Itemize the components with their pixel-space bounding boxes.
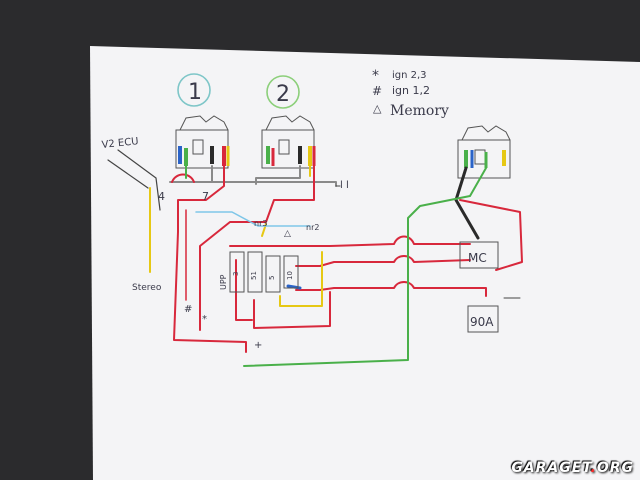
relay-3 bbox=[457, 125, 511, 179]
connector-7-label: 7 bbox=[202, 190, 209, 203]
mc-box bbox=[459, 241, 499, 269]
upp-label: UPP bbox=[219, 274, 228, 290]
legend-ign23-symbol: * bbox=[372, 68, 379, 84]
garaget-watermark: GARAGET.ORG bbox=[511, 460, 634, 476]
relay-2-circle bbox=[266, 75, 300, 109]
wires bbox=[107, 149, 523, 367]
legend-memory-symbol: △ bbox=[373, 102, 382, 115]
legend-memory-text: Memory bbox=[390, 103, 449, 119]
fuse-block bbox=[229, 251, 299, 293]
connector-4-label: 4 bbox=[158, 190, 165, 203]
star-mark: * bbox=[202, 314, 207, 325]
nr2-label: nr2 bbox=[306, 223, 319, 232]
mc-label: MC bbox=[468, 251, 487, 265]
ground-mark: l l bbox=[340, 180, 349, 191]
legend-ign23-text: ign 2,3 bbox=[392, 70, 427, 81]
relay-2-label: 2 bbox=[276, 82, 290, 107]
legend-ign12-symbol: # bbox=[372, 84, 382, 98]
relay-1-circle bbox=[177, 73, 211, 107]
v2-ecu-label: V2 ECU bbox=[101, 136, 139, 151]
fuse-51-label: 51 bbox=[250, 271, 258, 280]
legend-ign12-text: ign 1,2 bbox=[392, 84, 430, 97]
fuse-5-label: 5 bbox=[268, 276, 276, 280]
fuse-90a-box bbox=[467, 305, 499, 333]
nr3-label: nr3 bbox=[254, 219, 267, 228]
relay-2 bbox=[261, 115, 316, 169]
plus-mark: + bbox=[254, 340, 262, 351]
hash-mark: # bbox=[184, 304, 192, 315]
relay-1 bbox=[175, 115, 230, 169]
legend: * ign 2,3 # ign 1,2 △ Memory bbox=[372, 68, 449, 119]
relay-1-label: 1 bbox=[188, 80, 202, 105]
stereo-label: Stereo bbox=[132, 283, 162, 293]
triangle-mark: △ bbox=[284, 229, 291, 239]
fuse-3-label: 3 bbox=[232, 272, 240, 276]
fuse-90a-label: 90A bbox=[470, 315, 494, 329]
fuse-10-label: 10 bbox=[286, 271, 294, 280]
